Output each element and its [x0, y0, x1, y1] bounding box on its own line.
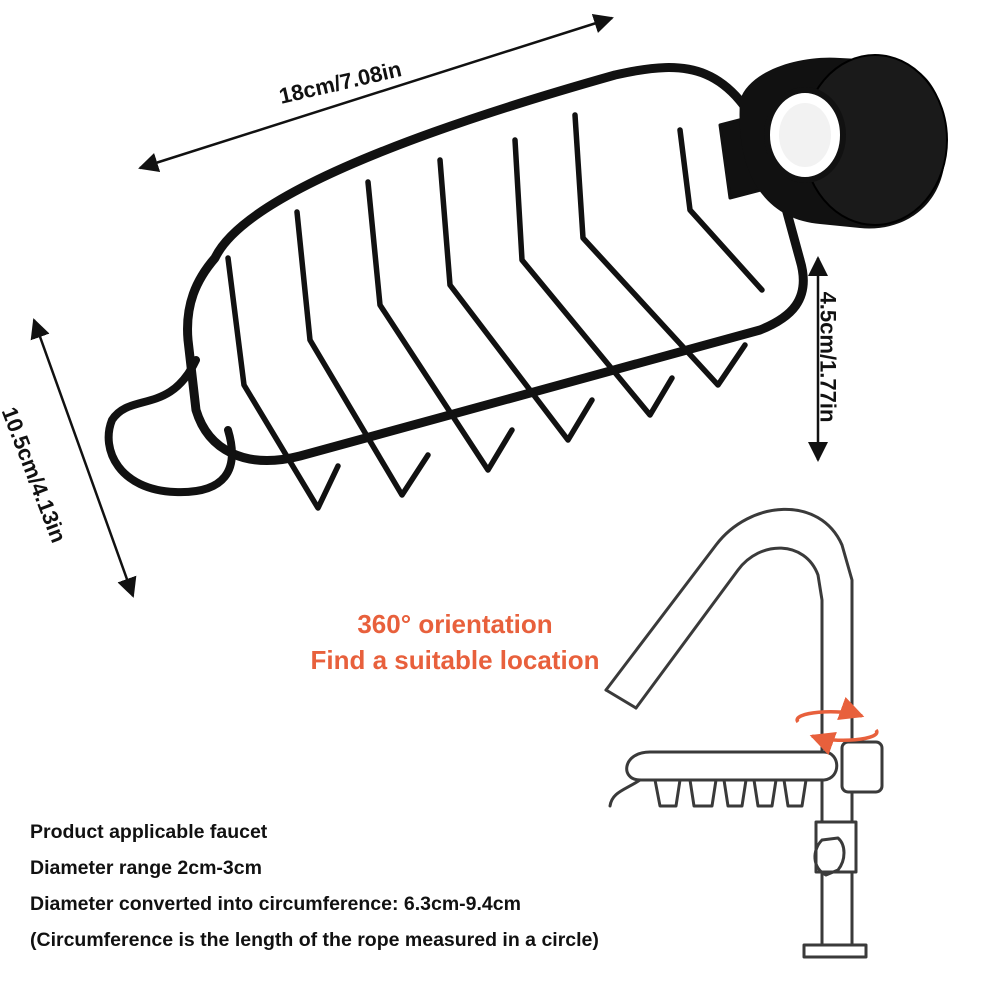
length-arrow — [138, 13, 614, 173]
basket-rim — [183, 63, 808, 465]
orientation-callout: 360° orientation Find a suitable locatio… — [270, 606, 640, 678]
faucet-clamp — [739, 54, 948, 229]
spec-line: Diameter converted into circumference: 6… — [30, 893, 521, 915]
width-arrow — [30, 318, 137, 598]
height-label: 4.5cm/1.77in — [815, 291, 841, 423]
spec-line: (Circumference is the length of the rope… — [30, 929, 599, 951]
orientation-line-1: 360° orientation — [357, 609, 553, 639]
rotation-arrow-icon — [795, 696, 879, 756]
basket-ribs — [225, 112, 765, 511]
faucet-shelf — [625, 750, 839, 782]
spec-list: Product applicable faucet Diameter range… — [30, 814, 790, 958]
faucet-spout-inner — [634, 546, 824, 957]
basket-hook — [104, 356, 236, 497]
orientation-line-2: Find a suitable location — [310, 645, 600, 675]
faucet-spout-outer — [604, 507, 854, 957]
faucet-sketch — [604, 507, 884, 959]
spec-line: Product applicable faucet — [30, 821, 268, 843]
spec-line: Diameter range 2cm-3cm — [30, 857, 262, 879]
basket — [104, 63, 808, 511]
